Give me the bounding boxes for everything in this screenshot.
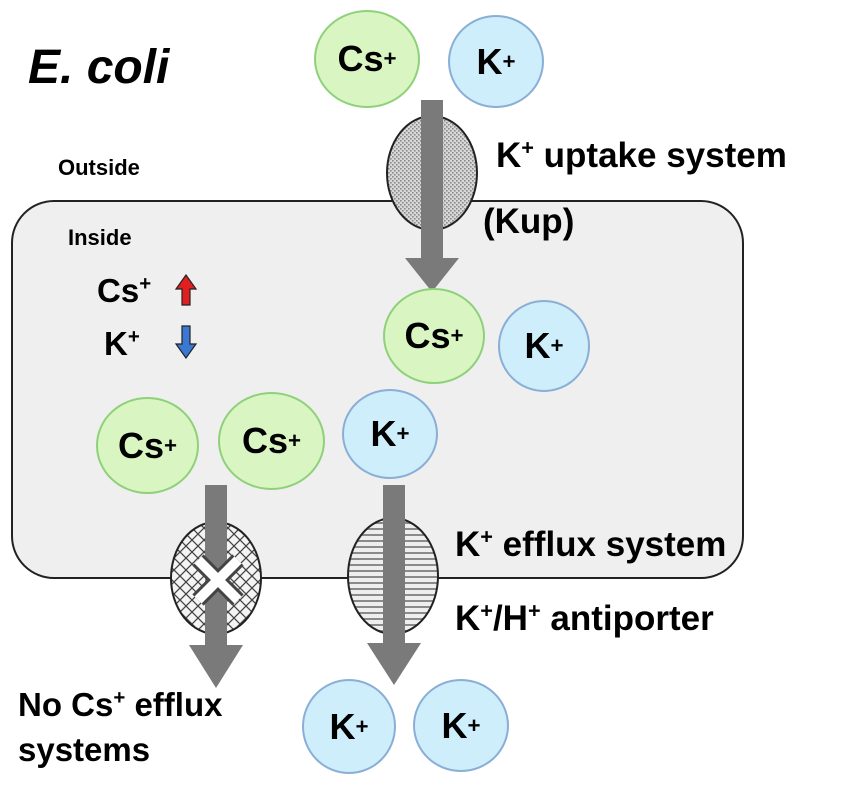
- kup-label: (Kup): [483, 202, 575, 241]
- legend-cs-label: Cs+: [97, 272, 152, 309]
- cs-ion-accumulated-1: Cs+: [96, 397, 199, 494]
- k-ion-effluxed-1: K+: [302, 679, 396, 774]
- no-cs-efflux-label: No Cs+ efflux: [18, 686, 223, 723]
- outside-label: Outside: [58, 155, 140, 180]
- efflux-system-label: K+ efflux system: [455, 523, 727, 564]
- cs-ion-outside: Cs+: [314, 10, 420, 108]
- legend-k-label: K+: [104, 325, 140, 362]
- no-cs-efflux-label-line2: systems: [18, 731, 151, 768]
- k-ion-effluxed-2: K+: [413, 679, 509, 772]
- inside-label: Inside: [68, 225, 132, 250]
- organism-title: E. coli: [28, 41, 170, 94]
- blocked-cross-icon: [192, 554, 244, 606]
- k-ion-inside-uptake: K+: [498, 300, 590, 392]
- uptake-arrow: [405, 100, 459, 292]
- antiporter-label: K+/H+ antiporter: [455, 597, 714, 638]
- cs-ion-accumulated-2: Cs+: [218, 392, 325, 490]
- k-ion-outside: K+: [448, 15, 544, 108]
- k-ion-inside-efflux: K+: [342, 389, 438, 479]
- efflux-arrow: [367, 485, 421, 685]
- k-decrease-arrow-icon: [174, 325, 198, 360]
- cs-ion-inside-uptake: Cs+: [383, 288, 485, 384]
- cs-increase-arrow-icon: [174, 273, 198, 306]
- uptake-system-label: K+ uptake system: [496, 134, 787, 175]
- no-cs-efflux-arrow: [189, 485, 243, 688]
